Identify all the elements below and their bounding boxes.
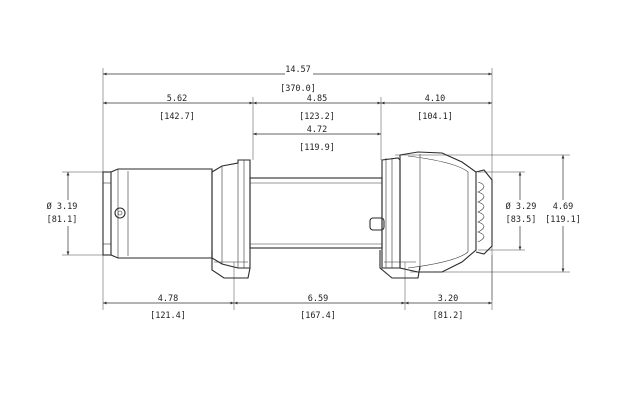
motor-diameter-metric: [81.1] <box>47 215 78 225</box>
overall-length-imperial: 14.57 <box>285 65 311 75</box>
winch-outline <box>102 151 493 279</box>
bottom-left-imperial: 4.78 <box>158 294 178 304</box>
overall-length-metric: [370.0] <box>280 84 316 94</box>
bottom-right-metric: [81.2] <box>433 311 464 321</box>
bottom-left-metric: [121.4] <box>150 311 186 321</box>
dimension-labels: 14.57 [370.0] 5.62 [142.7] 4.85 [123.2] … <box>44 65 581 321</box>
overall-height-metric: [119.1] <box>545 215 581 225</box>
drum <box>249 177 385 249</box>
motor <box>102 168 213 259</box>
dimension-lines <box>66 72 565 305</box>
bottom-right-imperial: 3.20 <box>438 294 458 304</box>
drum-width-metric: [119.9] <box>299 143 335 153</box>
gear-diameter-metric: [83.5] <box>506 215 537 225</box>
between-supports-imperial: 4.85 <box>307 94 327 104</box>
motor-to-drum-imperial: 5.62 <box>167 94 187 104</box>
gear-diameter-imperial: Ø 3.29 <box>506 201 537 212</box>
motor-to-drum-metric: [142.7] <box>159 112 195 122</box>
between-supports-metric: [123.2] <box>299 112 335 122</box>
gear-end-imperial: 4.10 <box>425 94 445 104</box>
overall-height-imperial: 4.69 <box>553 202 573 212</box>
gear-end-metric: [104.1] <box>417 112 453 122</box>
left-support <box>211 159 251 279</box>
clutch-knob <box>475 169 493 255</box>
bottom-mid-metric: [167.4] <box>300 311 336 321</box>
bottom-mid-imperial: 6.59 <box>308 294 328 304</box>
gear-housing <box>399 151 477 273</box>
motor-diameter-imperial: Ø 3.19 <box>47 201 78 212</box>
extension-lines <box>62 68 570 310</box>
drum-width-imperial: 4.72 <box>307 125 327 135</box>
